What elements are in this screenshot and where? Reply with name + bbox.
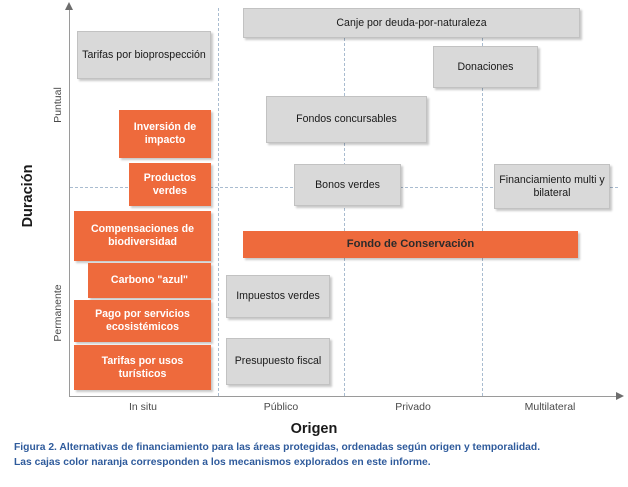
box-canje-por-deuda-por-naturaleza[interactable]: Canje por deuda-por-naturaleza — [243, 8, 580, 38]
x-tick-publico: Público — [263, 401, 299, 413]
x-tick-in-situ: In situ — [128, 401, 157, 413]
y-axis-title: Duración — [20, 164, 36, 228]
y-axis-line — [69, 8, 70, 397]
box-fondo-de-conservacion[interactable]: Fondo de Conservación — [243, 231, 578, 258]
box-fondos-concursables[interactable]: Fondos concursables — [266, 96, 427, 143]
box-carbono-azul[interactable]: Carbono "azul" — [88, 263, 211, 298]
box-financiamiento-multi-y-bilateral[interactable]: Financiamiento multi y bilateral — [494, 164, 610, 209]
box-donaciones[interactable]: Donaciones — [433, 46, 538, 88]
figure-caption: Figura 2. Alternativas de financiamiento… — [14, 441, 614, 470]
y-tick-permanente: Permanente — [52, 284, 64, 342]
vertical-guide-privado-multilateral — [482, 8, 483, 396]
x-axis-arrow-icon — [616, 392, 624, 400]
x-tick-privado: Privado — [395, 401, 431, 413]
plot-area: Duración Puntual Permanente Origen In si… — [20, 2, 624, 437]
box-compensaciones-de-biodiversidad[interactable]: Compensaciones de biodiversidad — [74, 211, 211, 261]
vertical-guide-in-situ-publico — [218, 8, 219, 396]
box-tarifas-por-usos-turisticos[interactable]: Tarifas por usos turísticos — [74, 345, 211, 390]
box-productos-verdes[interactable]: Productos verdes — [129, 163, 211, 206]
y-axis-arrow-icon — [65, 2, 73, 10]
box-pago-por-servicios-ecosistemicos[interactable]: Pago por servicios ecosistémicos — [74, 300, 211, 342]
x-axis-line — [69, 396, 618, 397]
box-bonos-verdes[interactable]: Bonos verdes — [294, 164, 401, 206]
box-tarifas-por-bioprospeccion[interactable]: Tarifas por bioprospección — [77, 31, 211, 79]
box-impuestos-verdes[interactable]: Impuestos verdes — [226, 275, 330, 318]
caption-line-2: Las cajas color naranja corresponden a l… — [14, 456, 431, 468]
box-presupuesto-fiscal[interactable]: Presupuesto fiscal — [226, 338, 330, 385]
caption-line-1: Figura 2. Alternativas de financiamiento… — [14, 442, 541, 453]
box-inversion-de-impacto[interactable]: Inversión de impacto — [119, 110, 211, 158]
y-tick-puntual: Puntual — [52, 87, 64, 123]
x-tick-multilateral: Multilateral — [524, 401, 576, 413]
x-axis-title: Origen — [290, 421, 338, 437]
